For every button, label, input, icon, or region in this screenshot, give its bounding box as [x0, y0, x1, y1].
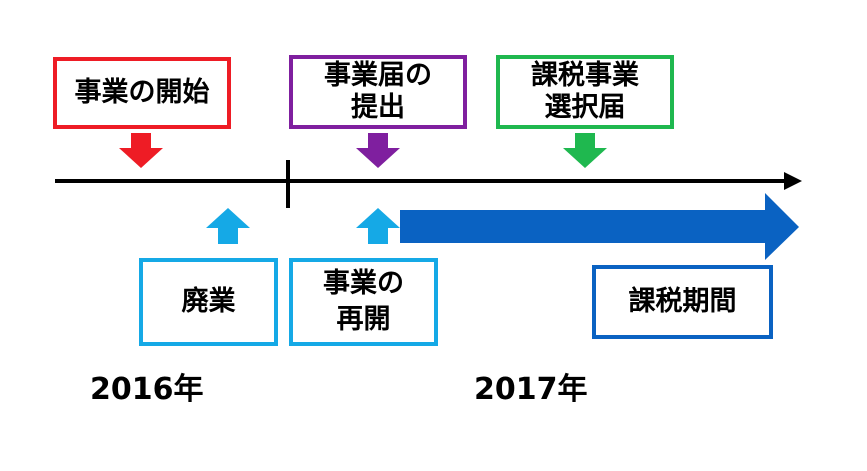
taxable-period-arrow [400, 193, 799, 260]
taxable-period-box: 課税期間 [592, 265, 773, 339]
event-label-tax-election: 課税事業 選択届 [531, 60, 639, 123]
year-label-2017: 2017年 [474, 372, 588, 407]
event-box-tax-election: 課税事業 選択届 [496, 55, 674, 129]
event-box-notification: 事業届の 提出 [289, 55, 467, 129]
taxable-period-label: 課税期間 [628, 286, 737, 317]
timeline-arrowhead [784, 172, 802, 190]
light-blue-up-arrow-closure [206, 208, 250, 244]
light-blue-up-arrow-restart [356, 208, 400, 244]
event-label-start: 事業の開始 [74, 77, 210, 108]
event-label-closure: 廃業 [181, 286, 236, 317]
purple-down-arrow [356, 133, 400, 168]
event-box-start: 事業の開始 [53, 57, 231, 129]
red-down-arrow [119, 133, 163, 168]
event-label-restart: 事業の 再開 [323, 268, 404, 335]
year-label-2016: 2016年 [90, 372, 204, 407]
green-down-arrow [563, 133, 607, 168]
event-label-notification: 事業届の 提出 [324, 60, 432, 123]
event-box-restart: 事業の 再開 [289, 258, 438, 346]
event-box-closure: 廃業 [139, 258, 278, 346]
